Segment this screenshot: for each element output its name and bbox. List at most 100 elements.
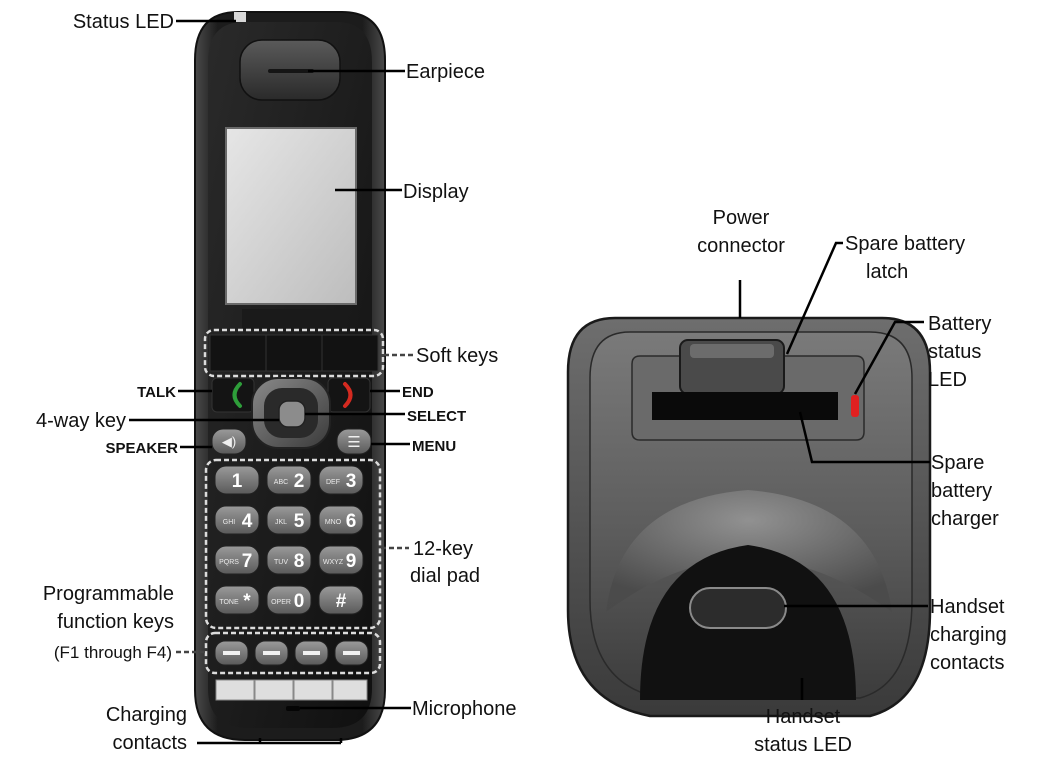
dial-key-number: * [243,591,251,612]
charger [566,316,932,718]
dial-key-7[interactable] [214,545,260,575]
label-power-connector-2: connector [697,235,785,257]
soft-key-center[interactable] [265,334,323,372]
label-spare-battery-charger-1: Spare [931,452,984,474]
label-soft-keys: Soft keys [416,345,498,367]
dial-key-5[interactable] [266,505,312,535]
speaker-icon: ◀) [222,434,236,449]
label-microphone: Microphone [412,698,517,720]
display-screen [225,127,357,305]
label-handset-status-led-2: status LED [754,734,852,756]
menu-key[interactable] [336,428,372,455]
label-talk: TALK [137,384,176,401]
display-bezel-lower [242,309,340,329]
label-battery-status-led-1: Battery [928,313,991,335]
end-key-icon [343,382,353,408]
dial-key-1[interactable] [214,465,260,495]
battery-status-led [851,395,859,417]
label-handset-status-led-1: Handset [766,706,841,728]
dial-key-hash[interactable] [318,585,364,615]
dial-key-letters: MNO [325,519,342,526]
dial-key-number: 4 [242,511,253,532]
label-charging-contacts-1: Charging [106,704,187,726]
label-menu: MENU [412,438,456,455]
dial-key-number: 6 [346,511,357,532]
label-handset-charging-contacts-3: contacts [930,652,1004,674]
dial-key-number: 0 [294,591,305,612]
talk-key-icon [232,382,242,408]
label-function-keys-3: (F1 through F4) [54,643,172,662]
dial-key-number: 5 [294,511,305,532]
soft-key-right[interactable] [321,334,379,372]
label-four-way-key: 4-way key [36,410,126,432]
handset-charging-contacts-slot [689,587,787,629]
dial-key-0[interactable] [266,585,312,615]
dial-key-letters: TONE [219,599,239,606]
dial-key-number: 9 [346,551,357,572]
label-display: Display [403,181,469,203]
strip-cell-2 [254,679,294,701]
dial-key-star[interactable] [214,585,260,615]
menu-icon: ☰ [347,434,360,451]
dial-key-2[interactable] [266,465,312,495]
status-led [234,12,246,22]
labels: Status LED Earpiece Display Soft keys TA… [36,11,1007,756]
label-spare-battery-latch-1: Spare battery [845,233,965,255]
function-keys [204,631,382,675]
label-earpiece: Earpiece [406,61,485,83]
leader-lines [129,19,930,745]
dial-key-number: 7 [242,551,253,572]
dial-key-number: 1 [232,471,243,492]
dial-key-letters: OPER [271,599,291,606]
dial-key-6[interactable] [318,505,364,535]
microphone-hole [286,706,300,711]
dial-key-number: # [336,591,347,612]
spare-battery-latch-top [690,344,774,358]
label-select: SELECT [407,408,466,425]
label-dial-pad-1: 12-key [413,538,473,560]
label-charging-contacts-2: contacts [113,732,187,754]
label-speaker: SPEAKER [105,440,178,457]
dial-key-3[interactable] [318,465,364,495]
label-spare-battery-charger-2: battery [931,480,992,502]
dial-key-9[interactable] [318,545,364,575]
dial-key-number: 2 [294,471,305,492]
label-power-connector-1: Power [713,207,770,229]
dial-key-number: 8 [294,551,305,572]
speaker-key[interactable] [211,428,247,455]
label-dial-pad-2: dial pad [410,565,480,587]
strip-cell-3 [293,679,333,701]
dial-key-letters: JKL [275,519,287,526]
dial-key-letters: DEF [326,479,340,486]
dial-key-number: 3 [346,471,357,492]
dial-key-letters: GHI [223,519,236,526]
select-key[interactable] [278,400,306,428]
strip-cell-1 [215,679,255,701]
dial-key-letters: ABC [274,479,288,486]
bottom-strip [215,679,368,701]
function-keys-outline [204,631,382,675]
label-function-keys-1: Programmable [43,583,174,605]
dial-key-4[interactable] [214,505,260,535]
soft-key-left[interactable] [209,334,267,372]
soft-keys [203,328,385,378]
soft-keys-outline [203,328,385,378]
label-function-keys-2: function keys [57,611,174,633]
label-spare-battery-latch-2: latch [866,261,908,283]
label-spare-battery-charger-3: charger [931,508,999,530]
dial-pad-outline [204,458,382,630]
dial-key-letters: WXYZ [323,559,344,566]
label-battery-status-led-2: status [928,341,981,363]
label-end: END [402,384,434,401]
strip-cell-4 [332,679,368,701]
dial-key-8[interactable] [266,545,312,575]
label-handset-charging-contacts-2: charging [930,624,1007,646]
spare-battery-charger-slot [652,392,838,420]
label-battery-status-led-3: LED [928,369,967,391]
label-status-led: Status LED [73,11,174,33]
dial-key-letters: TUV [274,559,288,566]
label-handset-charging-contacts-1: Handset [930,596,1005,618]
